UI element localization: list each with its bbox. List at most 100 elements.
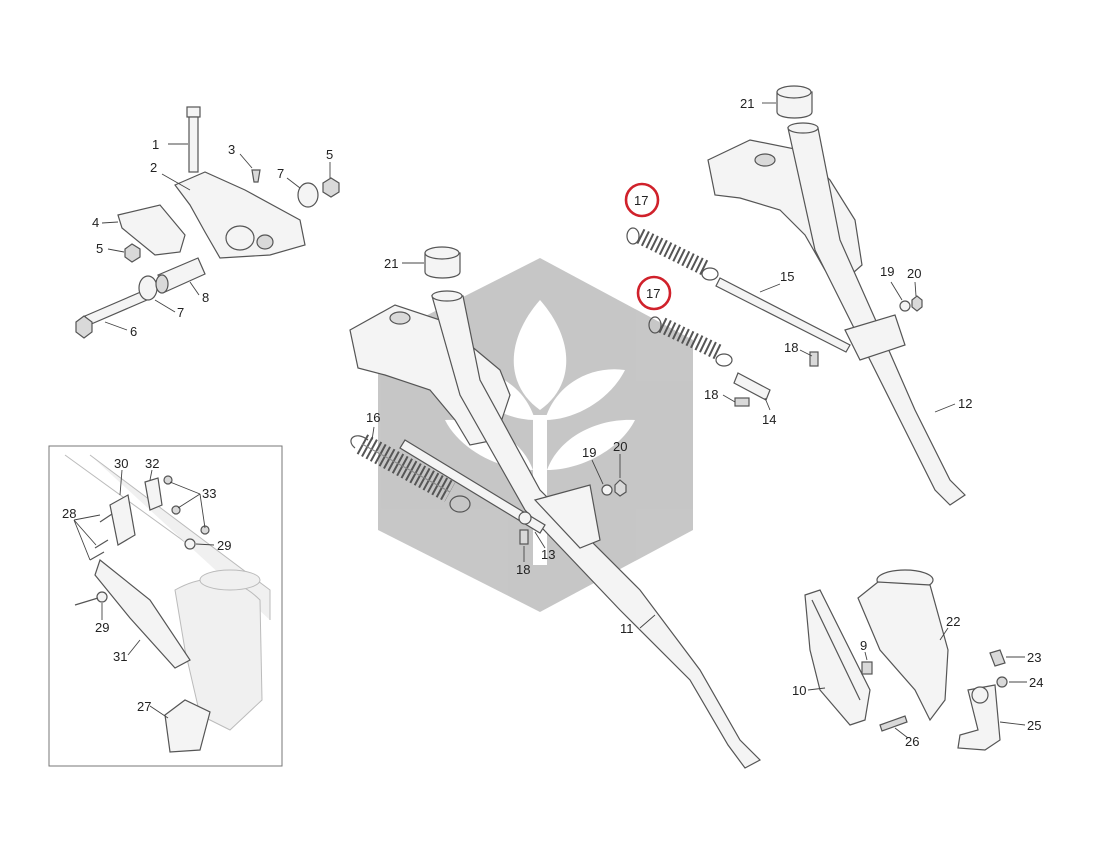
part-23-pin <box>989 649 1006 667</box>
part-2-boss <box>256 234 274 250</box>
label-4: 4 <box>92 215 99 230</box>
part-31-blade <box>94 558 191 669</box>
inset-bolt <box>74 597 99 606</box>
part-7-washer-top <box>297 182 319 208</box>
part-7-washer-bottom <box>138 275 158 301</box>
leader-12 <box>934 403 956 413</box>
label-21-center: 21 <box>384 256 398 271</box>
label-9: 9 <box>860 638 867 653</box>
label-15: 15 <box>780 269 794 284</box>
label-33: 33 <box>202 486 216 501</box>
leader-31 <box>127 639 141 656</box>
leader-15 <box>759 283 781 293</box>
watermark-leaf-right <box>545 369 625 420</box>
label-18-right-b: 18 <box>704 387 718 402</box>
leader-11 <box>639 614 656 629</box>
part-6-bolt-head <box>75 315 93 339</box>
part-28-bolts <box>89 513 113 561</box>
label-5-left: 5 <box>96 241 103 256</box>
label-20-center: 20 <box>613 439 627 454</box>
label-30: 30 <box>114 456 128 471</box>
leader-14 <box>764 397 771 411</box>
leader-19b <box>890 281 903 301</box>
leader-16 <box>371 426 375 441</box>
part-19-washer-center <box>601 484 613 496</box>
part-10-shoe <box>804 589 871 726</box>
part-30-bracket <box>109 494 136 546</box>
leader-28 <box>73 514 101 561</box>
label-19-center: 19 <box>582 445 596 460</box>
leader-25 <box>999 721 1026 726</box>
part-12-tube-top <box>787 122 819 134</box>
leader-6 <box>104 321 128 331</box>
highlight-circle-17-upper <box>624 182 660 218</box>
watermark-logo <box>378 258 693 612</box>
label-29-right: 29 <box>217 538 231 553</box>
part-25-hub <box>971 686 989 704</box>
leader-26 <box>894 727 909 739</box>
part-17-spring-lower <box>648 316 733 367</box>
part-18-bolt-center <box>519 529 529 545</box>
leader-18b <box>799 349 813 357</box>
leader-22 <box>939 627 949 641</box>
label-7-bottom: 7 <box>177 305 184 320</box>
leader-10 <box>807 687 826 691</box>
leader-29a <box>195 543 215 546</box>
label-21-right: 21 <box>740 96 754 111</box>
label-18-right-a: 18 <box>784 340 798 355</box>
label-29-bottom: 29 <box>95 620 109 635</box>
label-7-top: 7 <box>277 166 284 181</box>
label-28: 28 <box>62 506 76 521</box>
part-29-washer-bottom <box>96 591 108 603</box>
label-8: 8 <box>202 290 209 305</box>
leader-20b <box>914 281 917 297</box>
label-17-upper: 17 <box>634 193 648 208</box>
label-17-lower: 17 <box>646 286 660 301</box>
part-21-cap-right <box>776 91 813 119</box>
leader-13 <box>534 531 546 549</box>
watermark-leaf-top <box>513 300 567 410</box>
bracket-assembly <box>75 106 340 339</box>
leader-3 <box>239 153 253 169</box>
part-16-spring <box>350 434 471 513</box>
part-20-nut-right <box>911 295 923 312</box>
part-1-bolt-shaft <box>188 116 199 173</box>
leader-18c <box>722 394 736 403</box>
part-number-labels: 1 2 3 4 5 5 6 7 7 8 9 10 11 12 13 14 15 … <box>62 96 1043 749</box>
label-31: 31 <box>113 649 127 664</box>
inset-frame <box>48 445 283 767</box>
part-4-plate <box>117 204 186 256</box>
highlight-circle-17-lower <box>636 275 672 311</box>
inset-ghost-cup <box>199 569 261 591</box>
part-13-link-end <box>518 511 532 525</box>
label-20-right: 20 <box>907 266 921 281</box>
part-12-tube <box>787 127 966 506</box>
part-14-link <box>733 372 771 401</box>
part-10-shoe-inner <box>811 599 861 701</box>
label-27: 27 <box>137 699 151 714</box>
part-11-bore <box>389 311 411 325</box>
label-14: 14 <box>762 412 776 427</box>
leader-7a <box>286 177 301 189</box>
part-13-link <box>399 439 546 534</box>
leader-5b <box>107 248 125 253</box>
part-1-bolt-head <box>186 106 201 118</box>
leader-8 <box>189 281 200 296</box>
part-9-insert <box>861 661 873 675</box>
part-18-bolt-right-b <box>734 397 750 407</box>
center-tube-assembly <box>349 246 761 769</box>
part-2-bracket <box>174 171 306 259</box>
leader-27 <box>149 705 169 719</box>
part-5-nut-left <box>124 243 141 263</box>
part-11-mount-plate <box>533 484 601 549</box>
part-3-grease-nipple <box>251 169 261 183</box>
label-26: 26 <box>905 734 919 749</box>
label-3: 3 <box>228 142 235 157</box>
leader-33 <box>169 481 206 529</box>
part-17-spring-upper <box>626 227 719 281</box>
label-5-top: 5 <box>326 147 333 162</box>
part-29-washer-top <box>184 538 196 550</box>
part-22-body <box>857 581 949 722</box>
